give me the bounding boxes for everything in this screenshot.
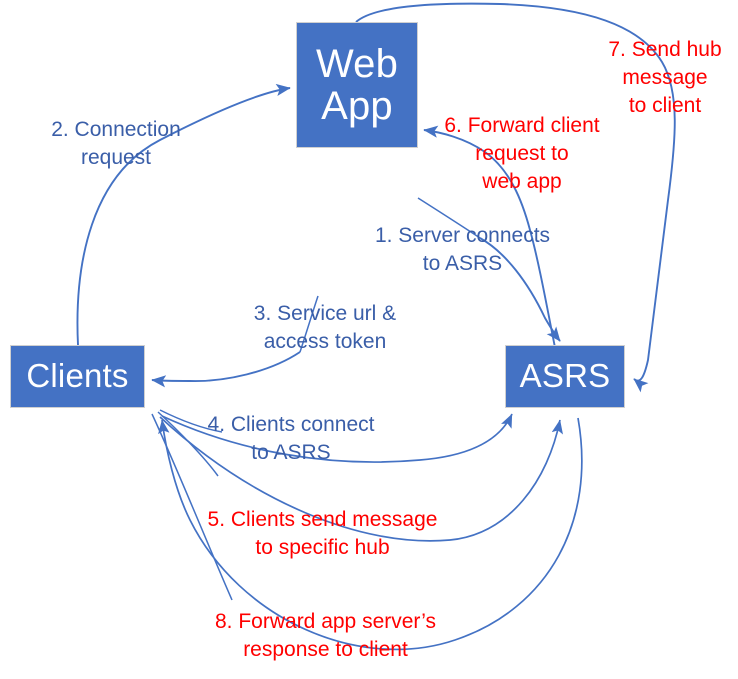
arrow-3-webapp-to-clients xyxy=(151,351,301,388)
node-web-app[interactable]: Web App xyxy=(296,22,418,148)
step-label-3: 3. Service url & access token xyxy=(253,302,397,353)
step-label-4: 4. Clients connect to ASRS xyxy=(207,413,375,464)
step-label-5: 5. Clients send message to specific hub xyxy=(207,508,438,559)
arrow-5-clients-to-asrs xyxy=(159,416,563,542)
step-label-8: 8. Forward app server’s response to clie… xyxy=(215,610,436,661)
node-asrs[interactable]: ASRS xyxy=(505,345,625,408)
step-label-1: 1. Server connects to ASRS xyxy=(374,224,551,275)
arrow-2-clients-to-webapp xyxy=(76,83,291,346)
node-asrs-label: ASRS xyxy=(519,357,611,395)
step-label-2: 2. Connection request xyxy=(51,118,181,169)
node-clients-label: Clients xyxy=(26,357,129,395)
node-clients[interactable]: Clients xyxy=(10,345,145,408)
arrow-4-leader xyxy=(159,409,223,433)
arrow-6-asrs-to-webapp xyxy=(423,125,561,373)
arrow-3-leader xyxy=(299,295,319,353)
arrow-5-leader xyxy=(157,411,219,477)
arrow-8-asrs-to-clients xyxy=(158,417,583,651)
arrow-7-webapp-to-asrs xyxy=(355,2,676,393)
arrow-8-leader xyxy=(151,413,233,601)
arrow-1-leader xyxy=(417,197,481,239)
arrow-1-webapp-to-asrs xyxy=(479,237,561,342)
step-label-7: 7. Send hub message to client xyxy=(608,38,722,117)
arrow-4-clients-to-asrs xyxy=(161,413,513,463)
step-label-6: 6. Forward client request to web app xyxy=(444,114,600,193)
node-web-app-label: Web App xyxy=(315,42,399,128)
